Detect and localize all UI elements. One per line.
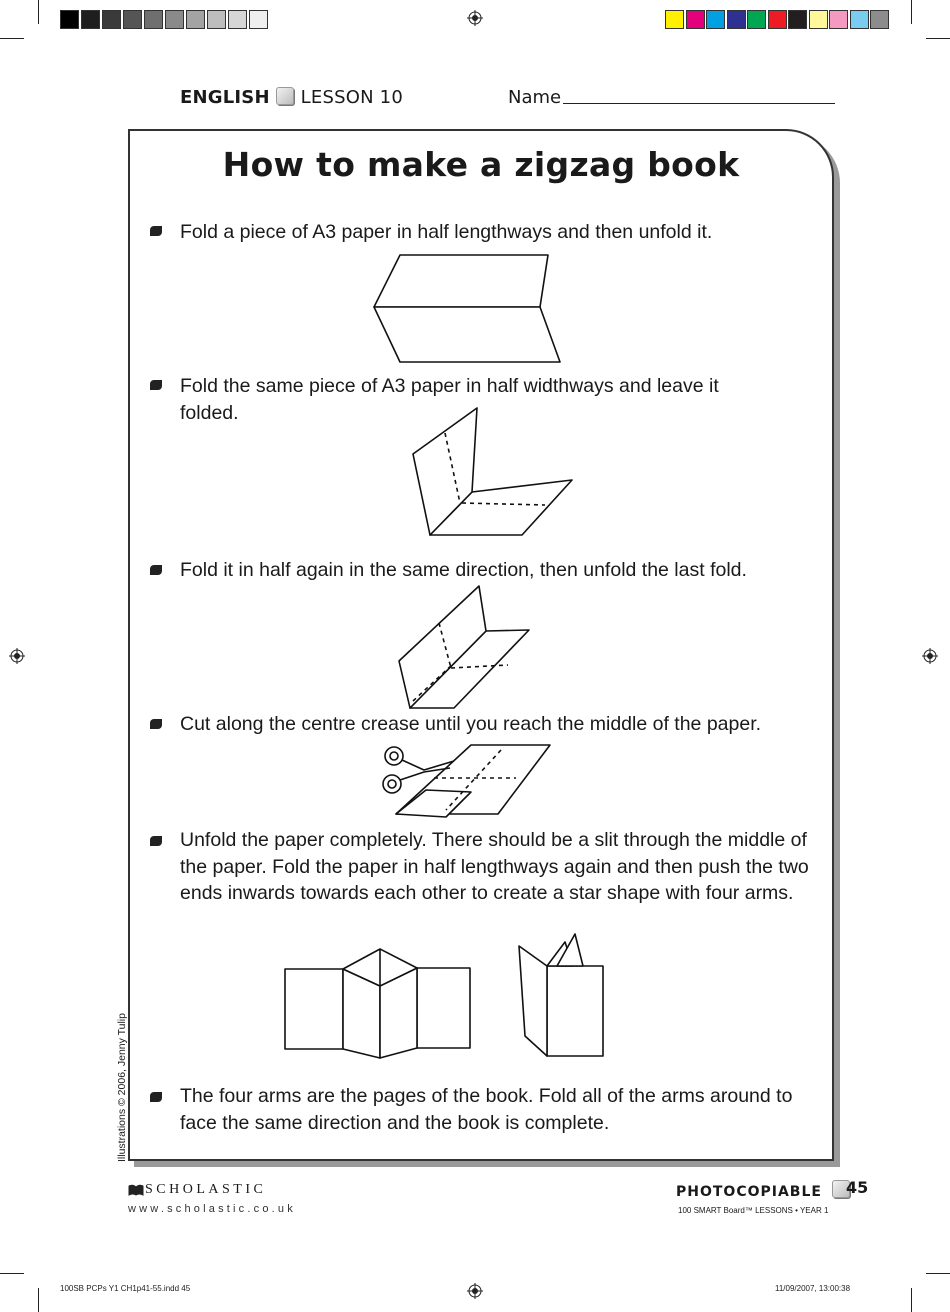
paper-folded-widthways-illustration [412,407,573,536]
color-swatch [767,10,787,29]
bullet-icon [150,380,162,390]
registration-mark-icon [467,10,483,26]
folded-paper-lengthways-illustration [373,254,561,363]
paper-folded-again-illustration [398,585,530,709]
color-swatch [726,10,746,29]
crop-mark [911,0,912,24]
scissors-icon [382,746,455,794]
color-swatch [829,10,848,29]
step-6-text: The four arms are the pages of the book.… [180,1085,793,1134]
lesson-header: ENGLISH LESSON 10 [180,87,403,108]
gray-swatch [123,10,142,29]
color-swatch [685,10,705,29]
square-bullet-icon [831,1180,850,1198]
page-title: How to make a zigzag book [222,145,740,184]
registration-mark-icon [467,1283,483,1299]
publisher-url[interactable]: www.scholastic.co.uk [128,1203,296,1215]
gray-swatch [249,10,268,29]
crop-mark [911,1288,912,1312]
color-swatch [747,10,766,29]
subject-label: ENGLISH [180,87,270,108]
color-swatch [706,10,725,29]
registration-mark-icon [922,648,938,664]
gray-swatch [144,10,163,29]
scholastic-logo-icon [128,1184,144,1196]
step-4-text: Cut along the centre crease until you re… [180,713,762,735]
step-1-text: Fold a piece of A3 paper in half lengthw… [180,221,713,243]
name-field[interactable] [563,103,835,104]
star-book-front-view [284,948,471,1059]
lesson-label: LESSON 10 [300,87,403,108]
star-shape-illustration [284,933,604,1059]
publisher-brand: SCHOLASTIC [145,1182,267,1197]
gray-swatch [165,10,184,29]
gray-swatch [228,10,247,29]
photocopiable-text: PHOTOCOPIABLE [676,1184,822,1200]
crop-mark [926,38,950,39]
page-number: 45 [846,1178,869,1197]
bullet-icon [150,565,162,575]
square-bullet-icon [276,87,295,105]
gray-swatch [186,10,205,29]
crop-mark [0,38,24,39]
slug-timestamp: 11/09/2007, 13:00:38 [775,1284,851,1293]
folded-book-view [518,933,604,1057]
gray-swatch [207,10,226,29]
crop-mark [38,1288,39,1312]
color-swatch [870,10,889,29]
gray-swatch [60,10,79,29]
bullet-icon [150,1092,162,1102]
step-5-text: Unfold the paper completely. There shoul… [180,829,809,904]
illustration-credit: Illustrations © 2006, Jenny Tulip [116,1013,128,1162]
bullet-icon [150,226,162,236]
color-swatch [808,10,828,29]
bullet-icon [150,719,162,729]
crop-mark [926,1273,950,1274]
step-3-text: Fold it in half again in the same direct… [180,559,747,581]
color-swatch [849,10,869,29]
photocopiable-label: PHOTOCOPIABLE [676,1180,850,1200]
gray-swatch [102,10,121,29]
slug-filename: 100SB PCPs Y1 CH1p41-55.indd 45 [60,1284,191,1293]
series-label: 100 SMART Board™ LESSONS • YEAR 1 [678,1206,829,1215]
color-swatch [665,10,684,29]
registration-mark-icon [9,648,25,664]
crop-mark [38,0,39,24]
cutting-paper-illustration [382,744,551,818]
color-swatch [788,10,807,29]
crop-mark [0,1273,24,1274]
bullet-icon [150,836,162,846]
name-label: Name [508,87,562,108]
gray-swatch [81,10,100,29]
step-2-text: Fold the same piece of A3 paper in half … [180,375,719,424]
